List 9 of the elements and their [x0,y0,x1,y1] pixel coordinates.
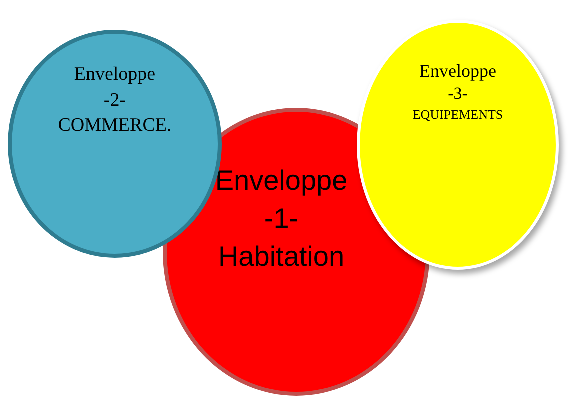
circle-label: -2- [104,88,126,113]
circle-label: COMMERCE. [58,114,172,138]
circle-label: Enveloppe [420,60,496,83]
circle-label: EQUIPEMENTS [412,106,504,124]
circle-label: Habitation [218,240,345,274]
circle-label: Enveloppe [74,63,156,87]
circle-label: -1- [264,202,299,236]
circle-label: Enveloppe [215,164,348,198]
circle-label: -3- [448,83,468,106]
